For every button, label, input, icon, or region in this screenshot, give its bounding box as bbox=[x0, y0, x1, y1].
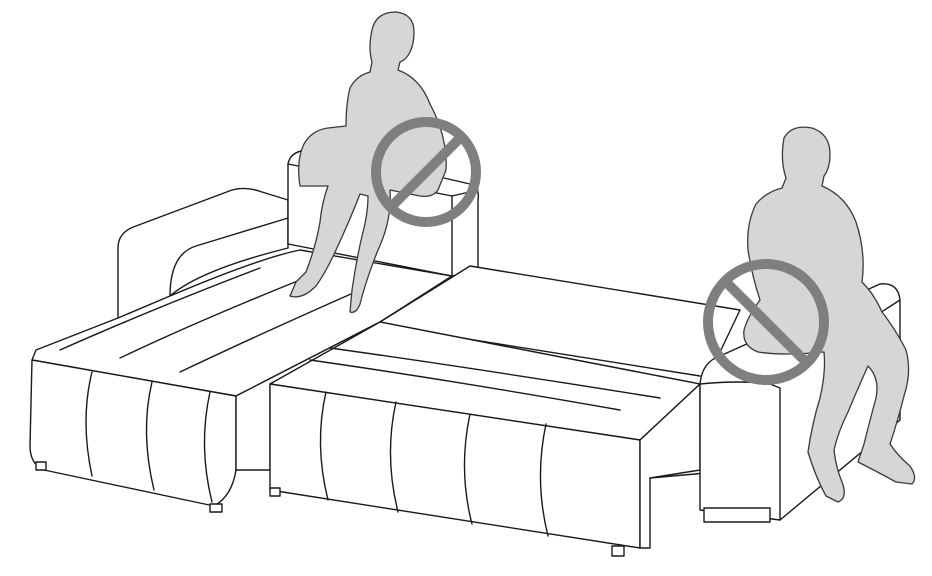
illustration-canvas bbox=[0, 0, 932, 576]
sofa-bed-warning-illustration bbox=[0, 0, 932, 576]
